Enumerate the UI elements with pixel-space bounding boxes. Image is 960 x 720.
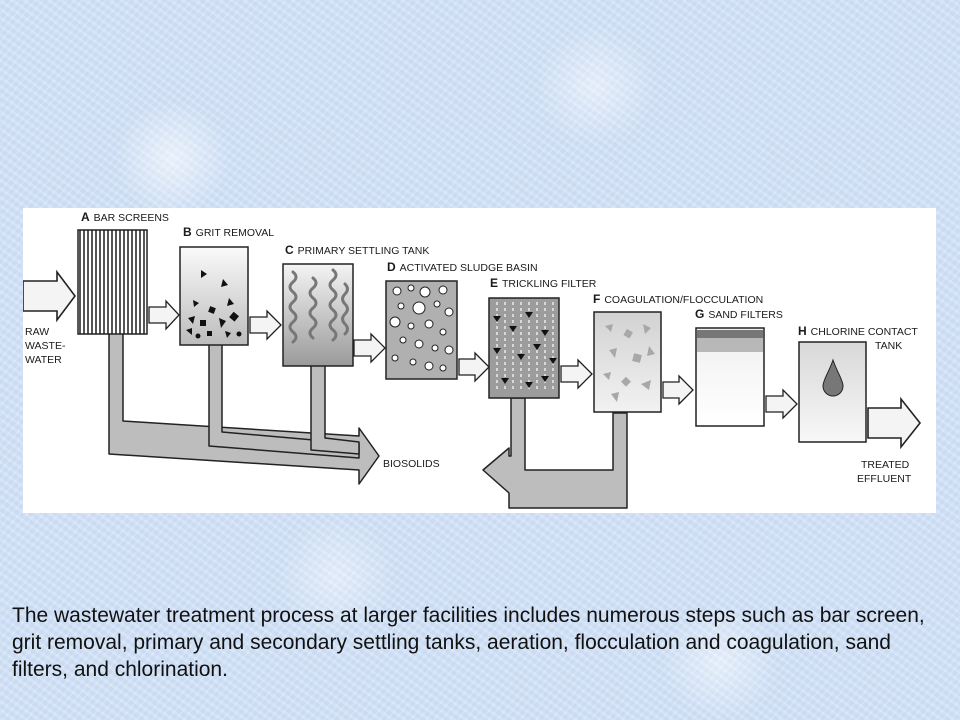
flow-arrow-d-e	[458, 351, 490, 383]
step-e-label: TRICKLING FILTER	[502, 278, 597, 290]
flow-arrow-a-b	[148, 299, 180, 331]
step-f-coagulation-flocculation: F COAGULATION/FLOCCULATION	[593, 292, 763, 413]
biosolids-flow-left	[108, 329, 380, 485]
step-a-bar-screens: A BAR SCREENS	[77, 210, 169, 335]
output-label-line-2: EFFLUENT	[857, 473, 912, 485]
step-h-label: CHLORINE CONTACT	[811, 326, 919, 338]
raw-wastewater-arrow	[23, 269, 76, 323]
treated-effluent-arrow	[867, 396, 922, 450]
chlorine-drop-icon	[822, 358, 844, 397]
step-b-grit-removal: B GRIT REMOVAL	[179, 225, 274, 346]
flow-arrow-b-c	[249, 309, 282, 341]
step-c-primary-settling-tank: C PRIMARY SETTLING TANK	[282, 243, 429, 367]
step-h-letter: H	[798, 324, 807, 338]
step-d-letter: D	[387, 260, 396, 274]
step-d-label: ACTIVATED SLUDGE BASIN	[400, 262, 538, 274]
step-f-letter: F	[593, 292, 600, 306]
input-label-line-2: WASTE-	[25, 340, 66, 352]
step-a-letter: A	[81, 210, 90, 224]
step-g-sand-filters: G SAND FILTERS	[695, 307, 783, 427]
step-c-letter: C	[285, 243, 294, 257]
input-label-line-1: RAW	[25, 326, 49, 338]
diagram-caption: The wastewater treatment process at larg…	[12, 604, 925, 681]
flow-arrow-e-f	[560, 358, 593, 390]
output-label-line-1: TREATED	[861, 459, 910, 471]
step-h-chlorine-contact-tank: H CHLORINE CONTACT TANK	[798, 324, 918, 443]
step-c-label: PRIMARY SETTLING TANK	[298, 245, 430, 257]
treated-effluent-label: TREATED EFFLUENT	[857, 459, 912, 485]
step-e-trickling-filter: E TRICKLING FILTER	[488, 276, 597, 399]
step-b-letter: B	[183, 225, 192, 239]
flow-arrow-c-d	[353, 332, 386, 364]
step-g-label: SAND FILTERS	[708, 309, 782, 321]
biosolids-label: BIOSOLIDS	[383, 458, 440, 470]
step-f-label: COAGULATION/FLOCCULATION	[604, 294, 763, 306]
step-g-letter: G	[695, 307, 704, 321]
flow-arrow-f-g	[662, 374, 694, 406]
step-a-label: BAR SCREENS	[94, 212, 169, 224]
flow-arrow-g-h	[765, 388, 798, 420]
input-label-line-3: WATER	[25, 354, 62, 366]
step-b-label: GRIT REMOVAL	[196, 227, 275, 239]
step-d-activated-sludge-basin: D ACTIVATED SLUDGE BASIN	[385, 260, 538, 380]
step-e-letter: E	[490, 276, 498, 290]
step-h-label-line-2: TANK	[875, 340, 902, 352]
raw-wastewater-label: RAW WASTE- WATER	[25, 326, 66, 366]
biosolids-flow-right	[482, 397, 628, 509]
